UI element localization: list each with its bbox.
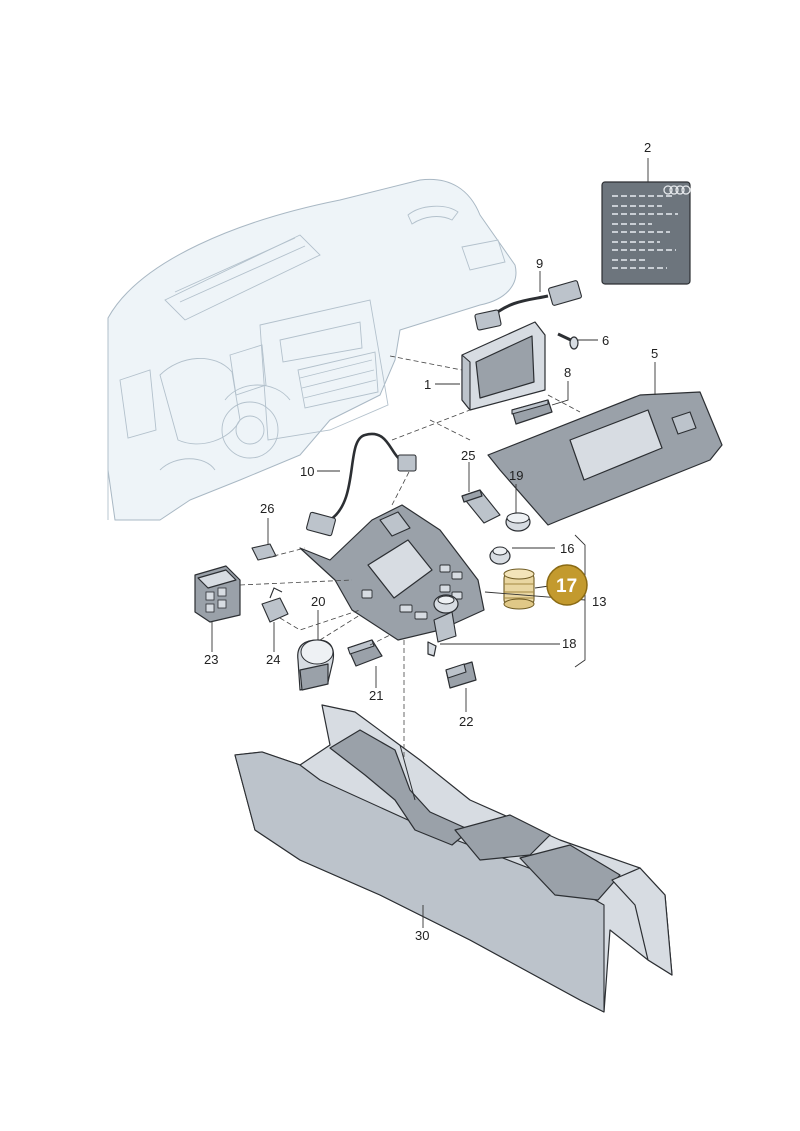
label-part-9: 9 xyxy=(536,256,543,271)
label-part-24: 24 xyxy=(266,652,280,667)
label-part-5: 5 xyxy=(651,346,658,361)
part-16-knob xyxy=(489,546,511,565)
label-part-22: 21 xyxy=(369,688,383,703)
part-9-cable xyxy=(474,280,582,331)
label-part-30: 30 xyxy=(415,928,429,943)
part-24-connector xyxy=(261,587,289,623)
label-part-2: 2 xyxy=(644,140,651,155)
label-part-21: 20 xyxy=(311,594,325,609)
label-part-8: 8 xyxy=(564,365,571,380)
highlight-badge-17 xyxy=(546,564,588,606)
part-18-clip xyxy=(427,641,437,657)
label-part-25: 25 xyxy=(461,448,475,463)
label-part-18: 18 xyxy=(562,636,576,651)
label-part-6: 6 xyxy=(602,333,609,348)
part-23-switch-block xyxy=(194,565,241,623)
part-13-control-panel xyxy=(299,504,485,643)
dashboard-ghost-illustration xyxy=(107,178,517,521)
label-part-20: 22 xyxy=(459,714,473,729)
label-part-26: 26 xyxy=(260,501,274,516)
label-part-23: 23 xyxy=(204,652,218,667)
label-part-10: 10 xyxy=(300,464,314,479)
part-17-rotary-knob xyxy=(503,568,535,610)
part-number-labels: 2 9 6 5 8 1 25 19 10 26 16 17 13 20 18 2… xyxy=(204,140,658,943)
leader-lines xyxy=(211,158,656,928)
label-part-1: 1 xyxy=(424,377,431,392)
part-10-cable xyxy=(306,432,417,537)
label-part-19: 19 xyxy=(509,468,523,483)
part-21-gear-knob xyxy=(297,639,335,691)
part-8-bracket xyxy=(511,399,553,425)
part-30-center-console xyxy=(234,704,673,1013)
label-part-13: 13 xyxy=(592,594,606,609)
label-part-16: 16 xyxy=(560,541,574,556)
part-1-display-housing xyxy=(461,321,546,411)
part-2-label-sticker xyxy=(601,181,691,285)
part-26-switch xyxy=(251,543,277,561)
part-25-switch xyxy=(461,489,501,524)
part-20-bracket xyxy=(445,661,477,689)
part-19-cap xyxy=(505,512,531,532)
part-6-screw xyxy=(557,332,579,350)
label-part-17: 17 xyxy=(556,576,577,597)
part-22-bracket xyxy=(347,639,383,667)
